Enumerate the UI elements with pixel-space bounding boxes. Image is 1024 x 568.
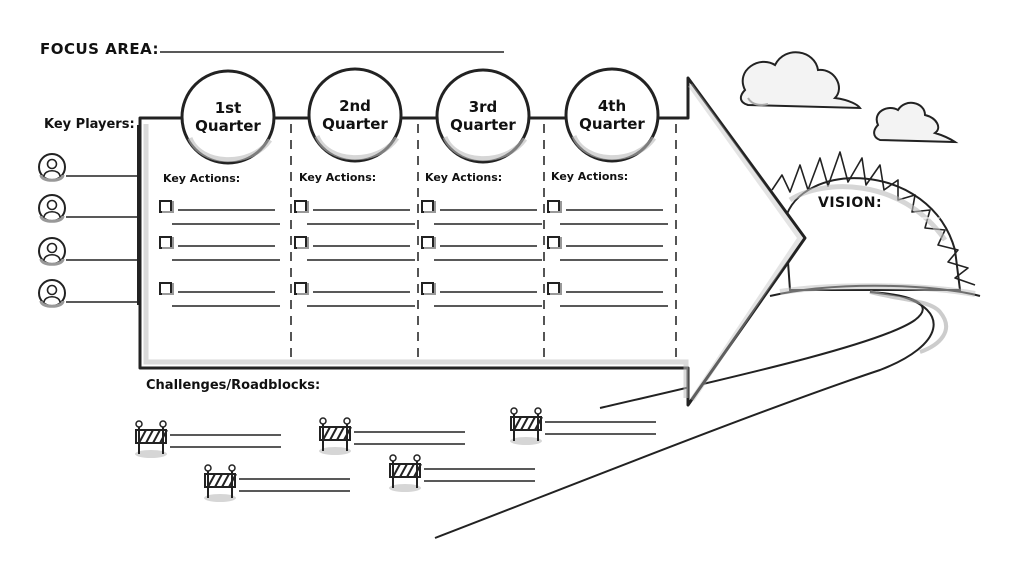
key-players-label: Key Players: bbox=[44, 117, 135, 132]
quarter-4-key-actions-label: Key Actions: bbox=[551, 170, 629, 183]
key-action-item[interactable] bbox=[294, 282, 415, 307]
challenge-row[interactable] bbox=[510, 407, 656, 445]
key-action-item[interactable] bbox=[294, 200, 415, 225]
key-player-row[interactable] bbox=[38, 194, 138, 223]
key-action-item[interactable] bbox=[159, 282, 280, 307]
checkbox-icon[interactable] bbox=[159, 200, 172, 213]
checkbox-shadow bbox=[424, 237, 436, 249]
checkbox-shadow bbox=[424, 283, 436, 295]
quarter-3-title: 3rd Quarter bbox=[450, 98, 516, 134]
quarter-2-title: 2nd Quarter bbox=[322, 97, 388, 133]
key-player-row[interactable] bbox=[38, 279, 138, 308]
checkbox-shadow bbox=[162, 283, 174, 295]
roadblock-barrier-icon bbox=[135, 420, 168, 458]
checkbox-icon[interactable] bbox=[547, 282, 560, 295]
key-action-item[interactable] bbox=[421, 282, 542, 307]
checkbox-shadow bbox=[550, 201, 562, 213]
checkbox-shadow bbox=[297, 201, 309, 213]
key-action-item[interactable] bbox=[421, 200, 542, 225]
checkbox-icon[interactable] bbox=[294, 200, 307, 213]
checkbox-shadow bbox=[162, 237, 174, 249]
quarter-3-key-actions-label: Key Actions: bbox=[425, 171, 503, 184]
person-icon bbox=[38, 153, 66, 182]
person-icon bbox=[38, 279, 66, 308]
quarter-1-title: 1st Quarter bbox=[195, 99, 261, 135]
checkbox-shadow bbox=[162, 201, 174, 213]
checkbox-icon[interactable] bbox=[547, 200, 560, 213]
checkbox-icon[interactable] bbox=[294, 282, 307, 295]
checkbox-icon[interactable] bbox=[159, 236, 172, 249]
checkbox-icon[interactable] bbox=[294, 236, 307, 249]
checkbox-icon[interactable] bbox=[547, 236, 560, 249]
roadmap-arrow bbox=[138, 76, 807, 407]
checkbox-icon[interactable] bbox=[159, 282, 172, 295]
challenge-row[interactable] bbox=[389, 454, 535, 492]
person-icon bbox=[38, 194, 66, 223]
checkbox-icon[interactable] bbox=[421, 200, 434, 213]
checkbox-icon[interactable] bbox=[421, 282, 434, 295]
checkbox-shadow bbox=[297, 237, 309, 249]
checkbox-shadow bbox=[297, 283, 309, 295]
challenge-row[interactable] bbox=[135, 420, 281, 458]
roadblock-barrier-icon bbox=[389, 454, 422, 492]
checkbox-icon[interactable] bbox=[421, 236, 434, 249]
key-action-item[interactable] bbox=[294, 236, 415, 261]
checkbox-shadow bbox=[550, 283, 562, 295]
roadblock-barrier-icon bbox=[510, 407, 543, 445]
quarter-circles bbox=[180, 67, 660, 165]
roadblock-barrier-icon bbox=[319, 417, 352, 455]
challenge-row[interactable] bbox=[204, 464, 350, 502]
key-action-item[interactable] bbox=[547, 282, 668, 307]
challenges-label: Challenges/Roadblocks: bbox=[146, 378, 321, 393]
key-player-row[interactable] bbox=[38, 153, 138, 182]
cloud-icon bbox=[739, 51, 862, 110]
roadblock-barrier-icon bbox=[204, 464, 237, 502]
key-action-item[interactable] bbox=[421, 236, 542, 261]
quarter-4-title: 4th Quarter bbox=[579, 97, 645, 133]
cloud-icon bbox=[873, 101, 959, 144]
quarter-2-key-actions-label: Key Actions: bbox=[299, 171, 377, 184]
quarter-1-key-actions-label: Key Actions: bbox=[163, 172, 241, 185]
quarter-circle-shadows bbox=[187, 134, 657, 163]
key-action-item[interactable] bbox=[547, 200, 668, 225]
key-action-item[interactable] bbox=[547, 236, 668, 261]
challenge-row[interactable] bbox=[319, 417, 465, 455]
key-action-item[interactable] bbox=[159, 236, 280, 261]
vision-label: VISION: bbox=[818, 195, 883, 211]
key-player-row[interactable] bbox=[38, 237, 138, 266]
focus-area-label: FOCUS AREA: bbox=[40, 40, 160, 58]
checkbox-shadow bbox=[424, 201, 436, 213]
person-icon bbox=[38, 237, 66, 266]
sun-icon bbox=[771, 151, 976, 291]
key-action-item[interactable] bbox=[159, 200, 280, 225]
column-dividers bbox=[290, 124, 677, 362]
checkbox-shadow bbox=[550, 237, 562, 249]
